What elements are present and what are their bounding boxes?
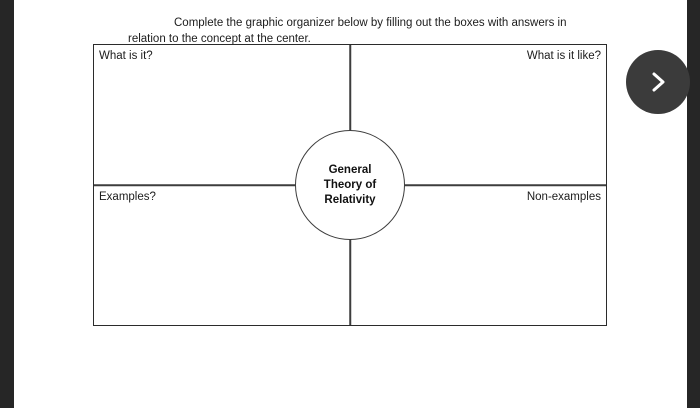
quadrant-label-what-is-it-like: What is it like? xyxy=(526,50,601,62)
right-edge-bar xyxy=(687,0,700,408)
graphic-organizer: What is it? What is it like? Examples? N… xyxy=(93,44,607,326)
quadrant-label-what-is-it: What is it? xyxy=(99,50,153,62)
center-concept-text: General Theory of Relativity xyxy=(323,163,377,206)
quadrant-label-non-examples: Non-examples xyxy=(526,191,601,203)
quadrant-label-examples: Examples? xyxy=(99,191,156,203)
left-edge-bar xyxy=(0,0,14,408)
next-button[interactable] xyxy=(626,50,690,114)
chevron-right-icon xyxy=(645,69,671,95)
center-concept-circle: General Theory of Relativity xyxy=(295,130,405,240)
instruction-text: Complete the graphic organizer below by … xyxy=(128,16,567,45)
